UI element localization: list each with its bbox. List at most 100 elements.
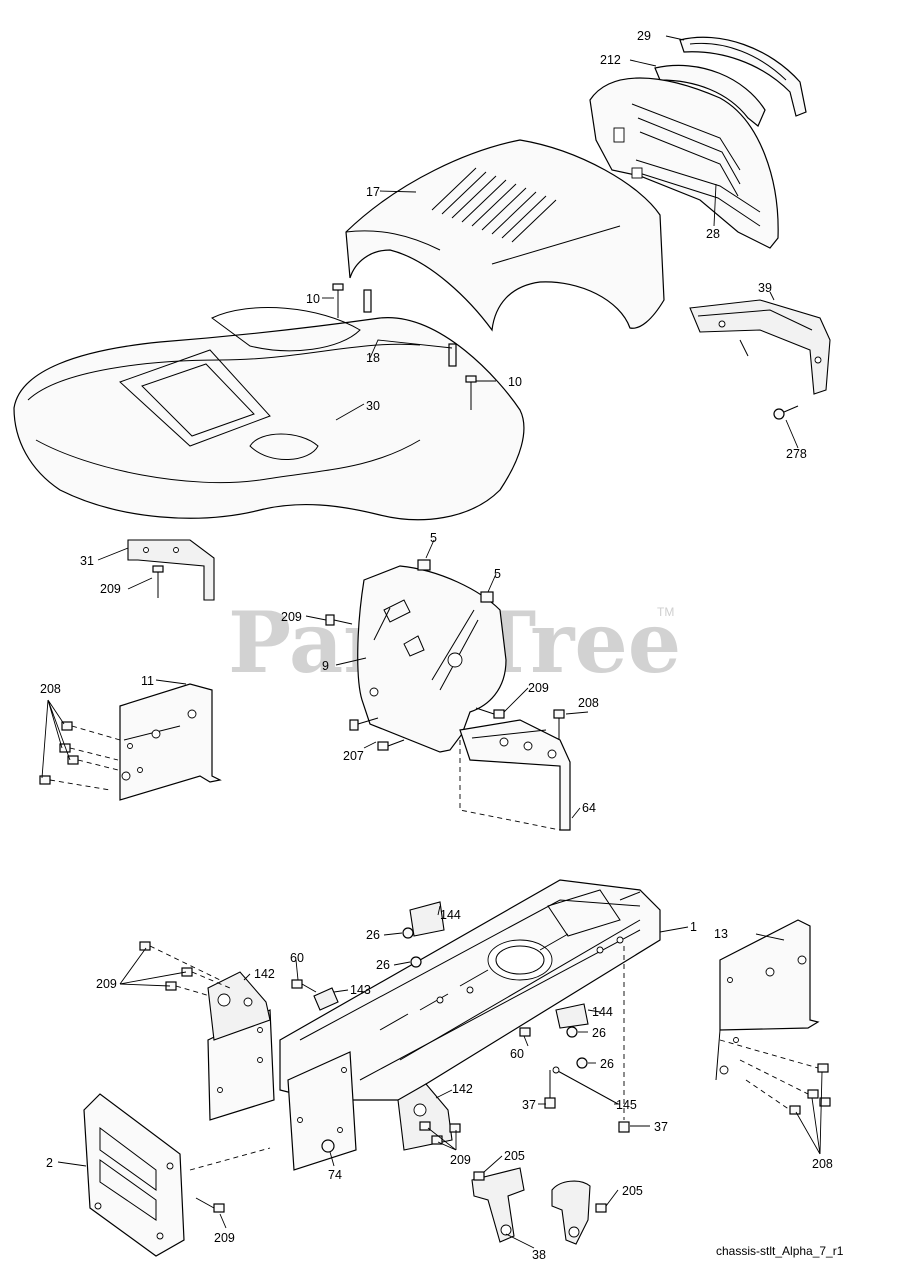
part-209-screw[interactable] (152, 565, 164, 598)
part-209-screw-front[interactable] (195, 1197, 225, 1213)
callout-1: 1 (690, 920, 697, 934)
part-278-screw[interactable] (773, 405, 799, 420)
callout-18: 18 (366, 351, 380, 365)
part-209-screw-3[interactable] (475, 707, 505, 719)
callout-9: 9 (322, 659, 329, 673)
part-144-clip[interactable] (409, 901, 445, 937)
callout-13: 13 (714, 927, 728, 941)
part-10-bolt[interactable] (332, 283, 344, 318)
part-26-nut-3[interactable] (566, 1026, 578, 1038)
callout-60: 60 (290, 951, 304, 965)
callout-209-5: 209 (450, 1153, 471, 1167)
callout-208-3: 208 (812, 1157, 833, 1171)
callout-208-2: 208 (578, 696, 599, 710)
part-11-side-panel[interactable] (119, 683, 222, 801)
part-209-screws-right[interactable] (419, 1121, 461, 1145)
part-31-bracket[interactable] (127, 539, 215, 601)
callout-145: 145 (616, 1098, 637, 1112)
part-9-dash-panel[interactable] (357, 565, 507, 753)
part-74-nut[interactable] (321, 1139, 335, 1153)
callout-142: 142 (254, 967, 275, 981)
part-142-bracket[interactable] (207, 971, 271, 1041)
part-208-screw[interactable] (553, 709, 565, 740)
part-143-bracket[interactable] (313, 987, 339, 1011)
part-26-nut-2[interactable] (410, 956, 422, 968)
part-17-hood[interactable] (345, 139, 665, 332)
callout-209: 209 (100, 582, 121, 596)
callout-37: 37 (522, 1098, 536, 1112)
callout-209-2: 209 (281, 610, 302, 624)
callout-31: 31 (80, 554, 94, 568)
callout-209-4: 209 (96, 977, 117, 991)
part-37-bolt[interactable] (544, 1070, 556, 1109)
callout-212: 212 (600, 53, 621, 67)
callout-26-3: 26 (592, 1026, 606, 1040)
callout-60-2: 60 (510, 1047, 524, 1061)
callout-38: 38 (532, 1248, 546, 1262)
part-1-main-frame[interactable] (279, 879, 661, 1101)
part-142-bracket-2[interactable] (397, 1083, 453, 1151)
part-208-screws[interactable] (39, 721, 121, 791)
callout-207: 207 (343, 749, 364, 763)
part-13-side-panel[interactable] (715, 919, 820, 1081)
callout-144-2: 144 (592, 1005, 613, 1019)
callout-64: 64 (582, 801, 596, 815)
callout-205-2: 205 (622, 1184, 643, 1198)
part-212-hood-insert[interactable] (654, 64, 766, 127)
part-38-bracket[interactable] (471, 1167, 525, 1243)
callout-205: 205 (504, 1149, 525, 1163)
part-37-bolt-2[interactable] (618, 946, 630, 1133)
part-207-screw[interactable] (349, 717, 405, 751)
callout-labels: 29 212 17 28 39 278 10 10 18 30 31 209 5… (40, 29, 833, 1262)
callout-2: 2 (46, 1156, 53, 1170)
callout-143: 143 (350, 983, 371, 997)
callout-26-2: 26 (376, 958, 390, 972)
part-frame-front-plate[interactable] (287, 1051, 357, 1171)
callout-208: 208 (40, 682, 61, 696)
callout-5: 5 (430, 531, 437, 545)
callout-10-2: 10 (508, 375, 522, 389)
part-5-nut[interactable] (417, 559, 431, 571)
callout-39: 39 (758, 281, 772, 295)
callout-26-4: 26 (600, 1057, 614, 1071)
callout-26: 26 (366, 928, 380, 942)
part-209-screws-left[interactable] (139, 941, 231, 997)
callout-30: 30 (366, 399, 380, 413)
callout-29: 29 (637, 29, 651, 43)
part-144-clip-2[interactable] (555, 1003, 589, 1029)
part-145-rod[interactable] (552, 1066, 619, 1105)
part-60-bolt-2[interactable] (519, 1027, 531, 1037)
diagram-reference: chassis-stlt_Alpha_7_r1 (716, 1244, 844, 1258)
part-38-bracket-2[interactable] (551, 1180, 591, 1245)
part-2-front-plate[interactable] (83, 1093, 271, 1257)
part-18-clip[interactable] (363, 289, 457, 367)
callout-142-2: 142 (452, 1082, 473, 1096)
part-28-grille[interactable] (589, 77, 779, 249)
callout-10: 10 (306, 292, 320, 306)
part-29-hood-trim[interactable] (679, 36, 807, 117)
callout-37-2: 37 (654, 1120, 668, 1134)
leader-lines (41, 35, 823, 1249)
part-60-bolt[interactable] (291, 979, 317, 993)
watermark-trademark: TM (657, 605, 674, 619)
callout-209-6: 209 (214, 1231, 235, 1245)
callout-5-2: 5 (494, 567, 501, 581)
part-26-nut[interactable] (402, 927, 414, 939)
part-205-screw-2[interactable] (595, 1203, 607, 1213)
part-205-screw[interactable] (473, 1171, 485, 1181)
part-30-fender[interactable] (13, 307, 525, 521)
callout-74: 74 (328, 1168, 342, 1182)
callout-17: 17 (366, 185, 380, 199)
part-5-nut-2[interactable] (480, 591, 494, 603)
callout-209-3: 209 (528, 681, 549, 695)
part-26-nut-4[interactable] (576, 1057, 588, 1069)
callout-144: 144 (440, 908, 461, 922)
part-64-steering-bracket[interactable] (459, 719, 571, 831)
callout-11: 11 (141, 674, 154, 688)
callout-278: 278 (786, 447, 807, 461)
part-10-bolt-2[interactable] (465, 375, 477, 410)
callout-28: 28 (706, 227, 720, 241)
part-39-bracket[interactable] (689, 299, 831, 395)
part-208-screws-right[interactable] (719, 1039, 831, 1115)
